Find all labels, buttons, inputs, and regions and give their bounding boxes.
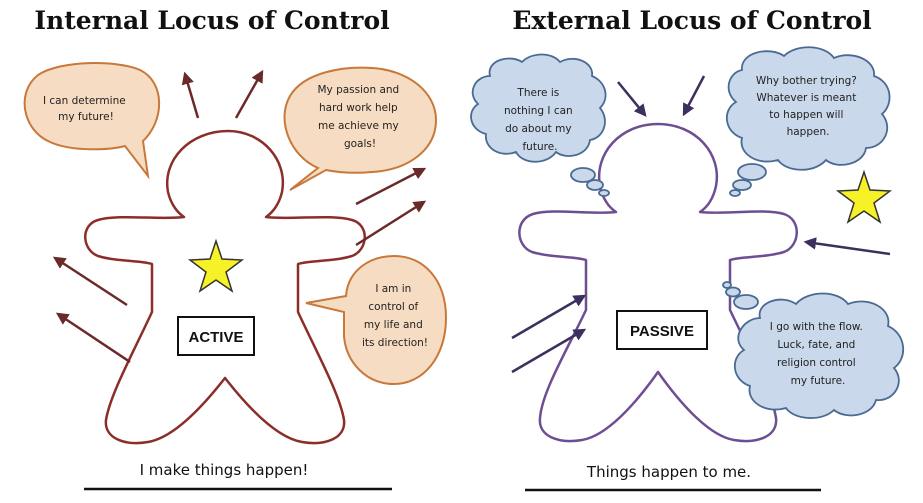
cloud-text: Why bother trying? — [756, 75, 857, 87]
internal-speech-bubble-1: I can determine my future! — [23, 62, 161, 180]
internal-arrows — [52, 69, 427, 364]
bubble-text: I can determine — [43, 95, 126, 107]
cloud-text: future. — [522, 141, 557, 153]
cloud-text: Luck, fate, and — [777, 339, 855, 351]
arrow-icon — [617, 81, 647, 117]
svg-text:There is nothing I can: There is nothing I can do about my futur… — [504, 87, 576, 153]
arrow-icon — [511, 328, 587, 374]
cloud-text: my future. — [791, 375, 846, 387]
arrow-icon — [803, 237, 891, 256]
arrow-icon — [234, 69, 264, 119]
internal-title: Internal Locus of Control — [34, 6, 389, 35]
bubble-text: control of — [368, 301, 418, 313]
external-thought-cloud-3 — [722, 281, 904, 419]
arrow-icon — [52, 256, 128, 307]
external-thought-cloud-2 — [726, 46, 891, 197]
svg-text:Why bother trying? Whateve: Why bother trying? Whatever is meant to … — [756, 75, 860, 138]
active-label: ACTIVE — [188, 329, 243, 346]
arrow-icon — [355, 200, 427, 247]
active-label-box — [177, 316, 255, 356]
cloud-text: do about my — [505, 123, 572, 135]
cloud-text: nothing I can — [504, 105, 573, 117]
bubble-text: my future! — [58, 111, 114, 123]
bubble-text: goals! — [344, 138, 376, 150]
arrow-icon — [181, 71, 200, 119]
bubble-text: me achieve my — [318, 120, 399, 132]
arrow-icon — [55, 312, 131, 364]
external-title: External Locus of Control — [512, 6, 871, 35]
arrow-icon — [682, 75, 706, 117]
internal-star-icon — [187, 238, 245, 293]
svg-text:My passion and hard work: My passion and hard work help me achieve… — [317, 84, 402, 150]
passive-label: PASSIVE — [630, 323, 694, 340]
external-thought-cloud-1 — [470, 53, 610, 197]
arrow-icon — [355, 167, 427, 206]
external-figure-outline — [518, 122, 798, 443]
bubble-text: its direction! — [362, 337, 428, 349]
external-star-icon — [835, 169, 893, 224]
bubble-text: my life and — [364, 319, 423, 331]
bubble-text: I am in — [375, 283, 411, 295]
arrow-icon — [511, 294, 587, 340]
external-arrows — [511, 75, 891, 374]
internal-speech-bubble-3: I am in control of my life and its direc… — [305, 254, 448, 386]
svg-text:I go with the flow. Luck,: I go with the flow. Luck, fate, and reli… — [770, 321, 866, 387]
passive-label-box — [616, 310, 708, 350]
internal-speech-bubble-2: My passion and hard work help me achieve… — [283, 66, 438, 191]
cloud-text: to happen will — [769, 109, 843, 121]
cloud-text: There is — [516, 87, 559, 99]
cloud-text: I go with the flow. — [770, 321, 863, 333]
bubble-text: My passion and — [317, 84, 399, 96]
bubble-text: hard work help — [319, 102, 398, 114]
cloud-text: religion control — [777, 357, 856, 369]
internal-caption: I make things happen! — [140, 461, 309, 479]
svg-text:I can determine my futur: I can determine my future! — [43, 95, 129, 123]
cloud-text: Whatever is meant — [756, 92, 856, 104]
external-caption: Things happen to me. — [586, 463, 751, 481]
svg-text:I am in control of: I am in control of my life and its direc… — [362, 283, 428, 349]
cloud-text: happen. — [787, 126, 830, 138]
